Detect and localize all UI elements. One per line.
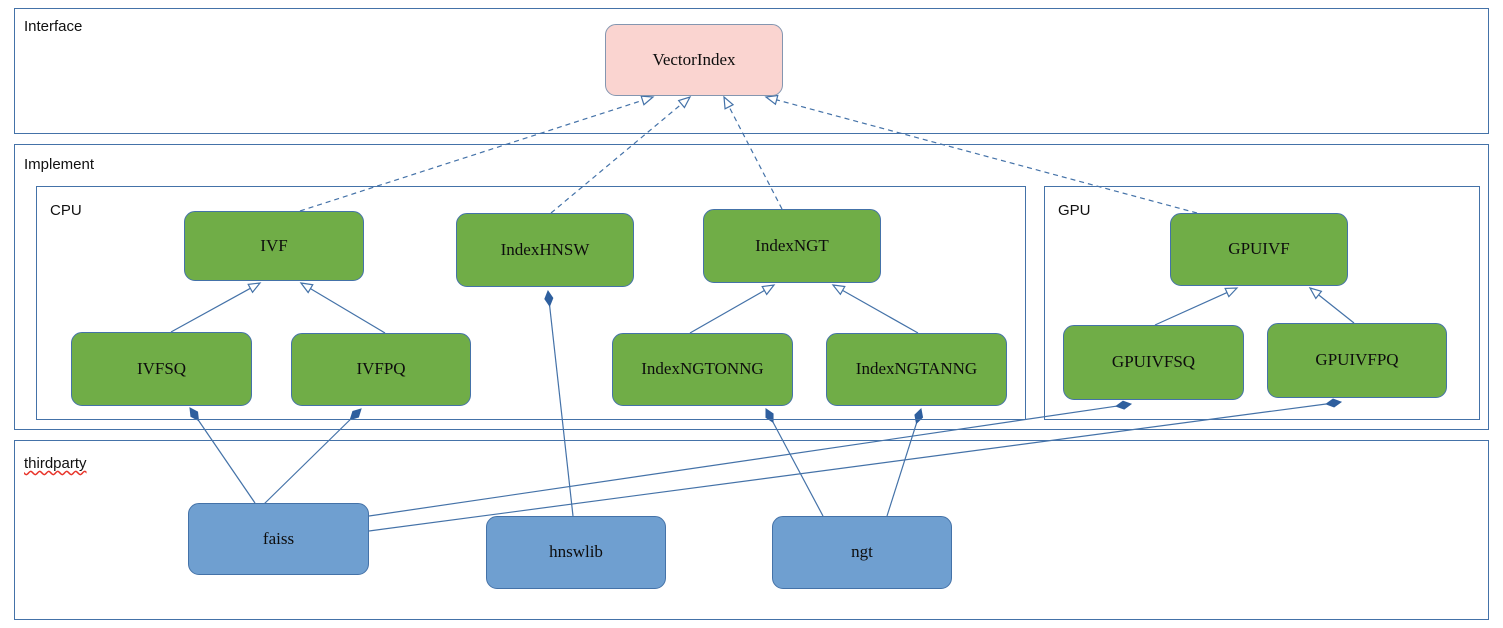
edge-line <box>368 403 1327 532</box>
node-gpuivfpq[interactable]: GPUIVFPQ <box>1267 323 1447 398</box>
edge-ngtonng-indexngt <box>689 284 776 334</box>
arrowhead-hollow-triangle <box>761 284 776 296</box>
node-label: IndexHNSW <box>500 239 590 259</box>
arrowhead-hollow-triangle <box>1308 287 1323 300</box>
arrowhead-hollow-triangle <box>247 282 262 294</box>
node-gpuivfsq[interactable]: GPUIVFSQ <box>1063 325 1244 400</box>
edge-line <box>772 421 824 517</box>
node-faiss[interactable]: faiss <box>188 503 369 575</box>
edge-line <box>776 99 1198 214</box>
node-label: faiss <box>262 528 295 548</box>
arrowhead-filled-diamond <box>189 407 200 422</box>
edge-line <box>261 419 351 507</box>
node-label: IndexNGTANNG <box>855 359 978 379</box>
edge-gpuivf-vectorindex <box>764 94 1198 214</box>
node-label: IndexNGT <box>755 235 829 255</box>
arrowhead-filled-diamond <box>544 289 554 307</box>
edge-line <box>1318 294 1355 324</box>
node-ivf[interactable]: IVF <box>184 211 364 281</box>
edge-hnswlib-indexhnsw <box>544 289 574 517</box>
node-label: ngt <box>851 542 873 562</box>
node-vectorindex[interactable]: VectorIndex <box>605 24 783 96</box>
group-box-interface <box>14 8 1489 134</box>
group-label-thirdparty: thirdparty <box>24 455 87 472</box>
node-ivfsq[interactable]: IVFSQ <box>71 332 252 406</box>
arrowhead-hollow-triangle <box>299 282 314 294</box>
edge-line <box>299 99 643 212</box>
node-indexhnsw[interactable]: IndexHNSW <box>456 213 634 287</box>
edge-line <box>550 103 682 214</box>
edge-line <box>689 289 765 334</box>
node-label: hnswlib <box>549 542 603 562</box>
node-label: GPUIVFSQ <box>1111 352 1196 372</box>
node-label: IndexNGTONNG <box>641 359 764 379</box>
edge-line <box>368 405 1117 517</box>
edge-ivf-vectorindex <box>299 95 655 212</box>
edge-indexhnsw-vectorindex <box>550 95 692 214</box>
edge-line <box>728 106 783 210</box>
group-box-gpu <box>1044 186 1480 420</box>
edge-ivfpq-ivf <box>299 282 386 334</box>
edge-line <box>886 423 918 517</box>
node-hnswlib[interactable]: hnswlib <box>486 516 666 589</box>
node-label: GPUIVF <box>1228 239 1290 259</box>
group-box-thirdparty <box>14 440 1489 620</box>
node-label: GPUIVFPQ <box>1315 350 1399 370</box>
edge-gpuivfpq-gpuivf <box>1308 287 1355 324</box>
node-label: IVFPQ <box>356 359 406 379</box>
edge-line <box>1154 291 1228 326</box>
edge-ivfsq-ivf <box>170 282 262 333</box>
arrowhead-hollow-triangle <box>640 95 655 106</box>
arrowhead-hollow-triangle <box>1224 287 1239 298</box>
arrowhead-filled-diamond <box>1325 398 1343 408</box>
edge-faiss-gpuivfpq <box>368 398 1343 532</box>
edge-line <box>310 288 386 334</box>
edge-faiss-ivfpq <box>261 408 362 507</box>
edge-faiss-gpuivfsq <box>368 400 1133 517</box>
edge-indexngt-vectorindex <box>723 95 783 210</box>
node-indexngt[interactable]: IndexNGT <box>703 209 881 283</box>
arrowhead-filled-diamond <box>1115 400 1133 410</box>
group-label-interface: Interface <box>24 18 83 35</box>
edge-ngtanng-indexngt <box>831 284 919 334</box>
node-label: IVF <box>260 235 288 255</box>
arrowhead-hollow-triangle <box>764 94 779 106</box>
node-ivfpq[interactable]: IVFPQ <box>291 333 471 406</box>
edge-line <box>842 289 919 334</box>
group-box-implement <box>14 144 1489 430</box>
edge-line <box>197 420 256 504</box>
node-gpuivf[interactable]: GPUIVF <box>1170 213 1348 286</box>
edge-gpuivfsq-gpuivf <box>1154 287 1239 326</box>
edge-faiss-ivfsq <box>189 407 256 504</box>
arrowhead-hollow-triangle <box>723 95 735 110</box>
group-label-gpu: GPU <box>1058 202 1091 219</box>
node-ngt[interactable]: ngt <box>772 516 952 589</box>
node-label: IVFSQ <box>136 358 187 378</box>
edge-line <box>170 287 251 333</box>
arrowhead-hollow-triangle <box>831 284 846 296</box>
group-label-implement: Implement <box>24 156 95 173</box>
node-indexngtonng[interactable]: IndexNGTONNG <box>612 333 793 406</box>
group-label-cpu: CPU <box>50 202 82 219</box>
node-label: VectorIndex <box>652 49 736 69</box>
group-box-cpu <box>36 186 1026 420</box>
arrowhead-filled-diamond <box>349 408 362 421</box>
edge-line <box>549 305 574 517</box>
node-indexngtanng[interactable]: IndexNGTANNG <box>826 333 1007 406</box>
arrowhead-hollow-triangle <box>677 95 692 109</box>
